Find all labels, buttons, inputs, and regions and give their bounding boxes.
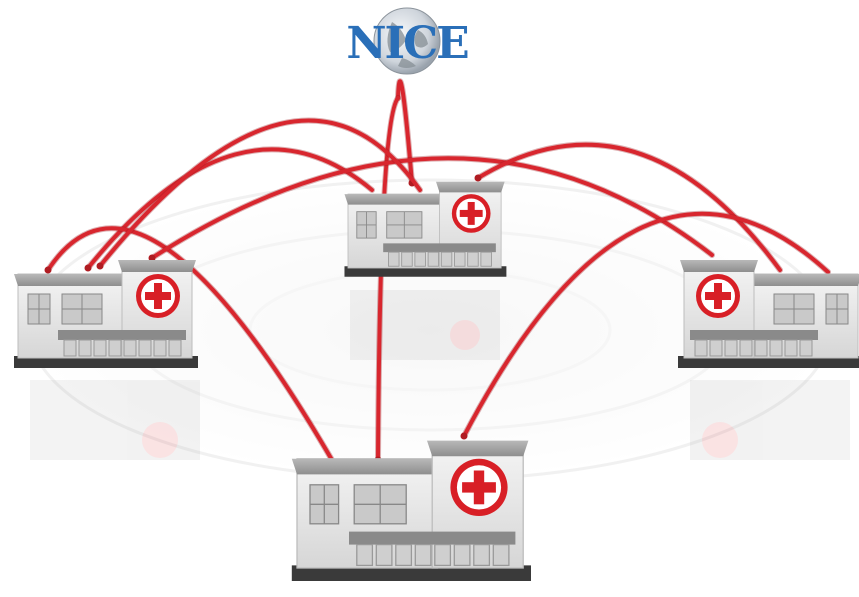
door-panel bbox=[709, 339, 723, 357]
door-panel bbox=[454, 251, 466, 267]
door-panel bbox=[123, 339, 137, 357]
connection-end bbox=[84, 264, 92, 272]
building-roof bbox=[14, 274, 130, 286]
connection-end bbox=[460, 432, 468, 440]
door-panel bbox=[78, 339, 92, 357]
connection-end bbox=[474, 174, 482, 182]
building-roof bbox=[344, 194, 447, 205]
logo-text: NICE bbox=[346, 18, 468, 69]
door-panel bbox=[108, 339, 122, 357]
door-panel bbox=[754, 339, 768, 357]
connection-line bbox=[462, 211, 830, 438]
door-panel bbox=[414, 543, 432, 567]
awning bbox=[349, 531, 516, 545]
door-panel bbox=[480, 251, 492, 267]
door-panel bbox=[492, 543, 510, 567]
building-base bbox=[344, 266, 507, 277]
door-panel bbox=[414, 251, 426, 267]
door-panel bbox=[138, 339, 152, 357]
door-panel bbox=[93, 339, 107, 357]
door-panel bbox=[784, 339, 798, 357]
connection-line bbox=[98, 118, 422, 268]
building-roof bbox=[746, 274, 859, 286]
hospital-buildings bbox=[14, 181, 859, 581]
door-panel bbox=[434, 543, 452, 567]
reflections bbox=[30, 290, 850, 460]
door-panel bbox=[388, 251, 400, 267]
connection-line bbox=[86, 147, 374, 270]
connection-end bbox=[96, 262, 104, 270]
door-panel bbox=[467, 251, 479, 267]
building-base bbox=[678, 356, 859, 368]
door-panel bbox=[724, 339, 738, 357]
door-panel bbox=[375, 543, 393, 567]
door-panel bbox=[473, 543, 491, 567]
globe-icon bbox=[373, 7, 441, 75]
door-panel bbox=[395, 543, 413, 567]
building-base bbox=[291, 565, 531, 581]
door-panel bbox=[739, 339, 753, 357]
door-panel bbox=[694, 339, 708, 357]
door-panel bbox=[440, 251, 453, 267]
connection-end bbox=[44, 266, 52, 274]
globe-continents bbox=[387, 22, 428, 68]
tower-roof bbox=[427, 440, 529, 457]
tower-roof bbox=[118, 260, 196, 272]
connection-lines bbox=[44, 78, 831, 464]
hospital-left bbox=[14, 260, 198, 368]
tower-roof bbox=[436, 181, 505, 193]
awning bbox=[58, 330, 186, 340]
door-panel bbox=[769, 339, 783, 357]
door-panel bbox=[168, 339, 182, 357]
door-panel bbox=[453, 543, 471, 567]
connection-line bbox=[150, 156, 714, 260]
door-panel bbox=[153, 339, 167, 357]
door-panel bbox=[799, 339, 813, 357]
building-base bbox=[14, 356, 198, 368]
building-roof bbox=[291, 458, 443, 475]
hospital-right bbox=[678, 260, 859, 368]
awning bbox=[690, 330, 818, 340]
door-panel bbox=[427, 251, 440, 267]
connection-end bbox=[148, 254, 156, 262]
connection-line bbox=[476, 142, 782, 272]
awning bbox=[383, 243, 496, 253]
door-panel bbox=[401, 251, 413, 267]
tower-roof bbox=[680, 260, 758, 272]
door-panel bbox=[63, 339, 77, 357]
hospital-bottom bbox=[291, 440, 531, 581]
connection-line bbox=[396, 79, 414, 185]
door-panel bbox=[356, 543, 374, 567]
hospital-center bbox=[344, 181, 507, 277]
nice-logo: NICE bbox=[346, 7, 470, 75]
